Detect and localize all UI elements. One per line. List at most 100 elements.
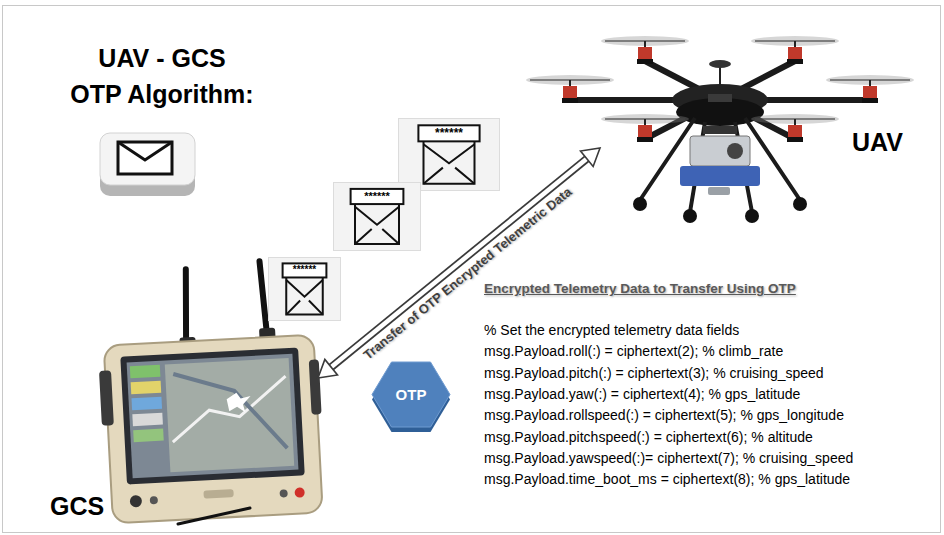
envelope-stroke [286,277,323,314]
label-holder: OTP Algorithm: [12,80,312,109]
envelope-stroke [424,144,475,163]
envelope-stroke [424,168,475,184]
label-holder: msg.Payload.roll(:) = ciphertext(2); % c… [484,343,783,359]
label-holder: msg.Payload.pitchspeed(:) = ciphertext(6… [484,429,813,445]
uav-drone-part [683,209,697,223]
uav-drone-part [601,114,689,124]
gcs-tablet-part [203,489,233,499]
envelope-stroke [399,119,500,191]
uav-drone-part [793,197,807,211]
label-holder: Encrypted Telemetry Data to Transfer Usi… [484,281,796,297]
uav-drone-part [869,80,871,86]
code-line: msg.Payload.time_boot_ms = ciphertext(8)… [484,471,850,487]
code-line: msg.Payload.pitch(:) = ciphertext(3); % … [484,365,824,381]
masked-data: ****** [435,127,463,139]
gcs-tablet-part [279,489,287,497]
envelope-stroke [424,141,475,183]
gcs-tablet-part [131,381,162,395]
uav-drone-part [680,166,760,186]
envelope-icon: ****** [398,118,500,191]
uav-drone-part [788,47,802,61]
diagram-title: UAV - GCS [12,44,312,73]
uav-drone-part [690,136,750,166]
uav-drone-part [637,59,653,64]
hexagon-face [372,362,450,427]
mail-button-part [118,142,172,160]
uav-drone-part [637,137,653,142]
gcs-tablet-part [150,496,158,504]
envelope-stroke [269,258,341,321]
gcs-tablet-part [226,392,251,413]
envelope-icon: ****** [268,257,341,321]
device-label: UAV [852,128,903,157]
uav-drone-part [638,125,652,139]
uav-drone-part [676,98,764,126]
uav-drone-part [562,98,578,103]
uav-drone-part [569,80,571,86]
label-holder: msg.Payload.pitch(:) = ciphertext(3); % … [484,365,824,381]
gcs-tablet-part [104,335,323,524]
uav-drone-part [638,47,652,61]
code-line: msg.Payload.yawspeed(:)= ciphertext(7); … [484,450,853,466]
label-holder: msg.Payload.yawspeed(:)= ciphertext(7); … [484,450,853,466]
device-label: GCS [50,492,104,521]
envelope-stroke [286,301,323,315]
envelope-stroke [351,189,404,204]
uav-drone-part [563,86,577,100]
uav-drone-part [727,143,743,159]
uav-drone-part [862,98,878,103]
gcs-tablet-part [132,413,163,427]
uav-drone-part [633,197,647,211]
code-line: msg.Payload.yaw(:) = ciphertext(4); % gp… [484,386,800,402]
uav-drone-part [526,75,614,85]
uav-drone-part [787,59,803,64]
label-holder: % Set the encrypted telemetry data field… [484,322,739,338]
arrow-head [318,359,337,377]
label-holder: msg.Payload.time_boot_ms = ciphertext(8)… [484,471,850,487]
envelope-stroke [283,263,327,277]
masked-data: ****** [364,191,390,202]
uav-drone-part [745,209,759,223]
uav-drone-part [644,41,646,47]
masked-data: ****** [293,265,316,275]
uav-drone-part [794,119,796,125]
code-line: % Set the encrypted telemetry data field… [484,322,739,338]
gcs-tablet-part [130,495,143,508]
label-holder: msg.Payload.yaw(:) = ciphertext(4); % gp… [484,386,800,402]
uav-drone-part [863,86,877,100]
code-line: msg.Payload.pitchspeed(:) = ciphertext(6… [484,429,813,445]
uav-drone [526,36,914,223]
mail-button [100,133,195,196]
uav-drone-part [788,125,802,139]
title-holder: UAV - GCS [12,44,312,73]
uav-drone-part [570,61,870,139]
envelope-stroke [355,229,399,244]
uav-drone-part [703,126,737,134]
uav-drone-part [709,60,731,68]
uav-drone-part [708,187,730,195]
uav-drone-part [794,41,796,47]
gcs-tablet-part [309,359,322,414]
otp-hexagon: OTP [372,362,450,432]
label-holder: msg.Payload.rollspeed(:) = ciphertext(5)… [484,407,844,423]
gcs-tablet-part [130,365,161,379]
envelope-stroke [286,280,323,297]
uav-drone-part [601,36,689,46]
gcs-tablet-part [294,487,305,498]
mail-button-part [100,133,195,185]
envelope-icon: ****** [333,182,421,251]
uav-drone-part [751,36,839,46]
envelope-stroke [334,183,421,251]
stylus [178,508,250,524]
gcs-tablet-part [131,397,162,411]
uav-drone-part [640,118,800,212]
mail-button-part [118,142,172,174]
gcs-tablet-part [99,370,114,426]
section-heading: Encrypted Telemetry Data to Transfer Usi… [484,281,796,297]
code-line: msg.Payload.rollspeed(:) = ciphertext(5)… [484,407,844,423]
subtitle: OTP Algorithm: [12,80,312,109]
uav-drone-part [826,75,914,85]
slide-frame [3,6,941,533]
gcs-tablet-part [127,354,299,479]
